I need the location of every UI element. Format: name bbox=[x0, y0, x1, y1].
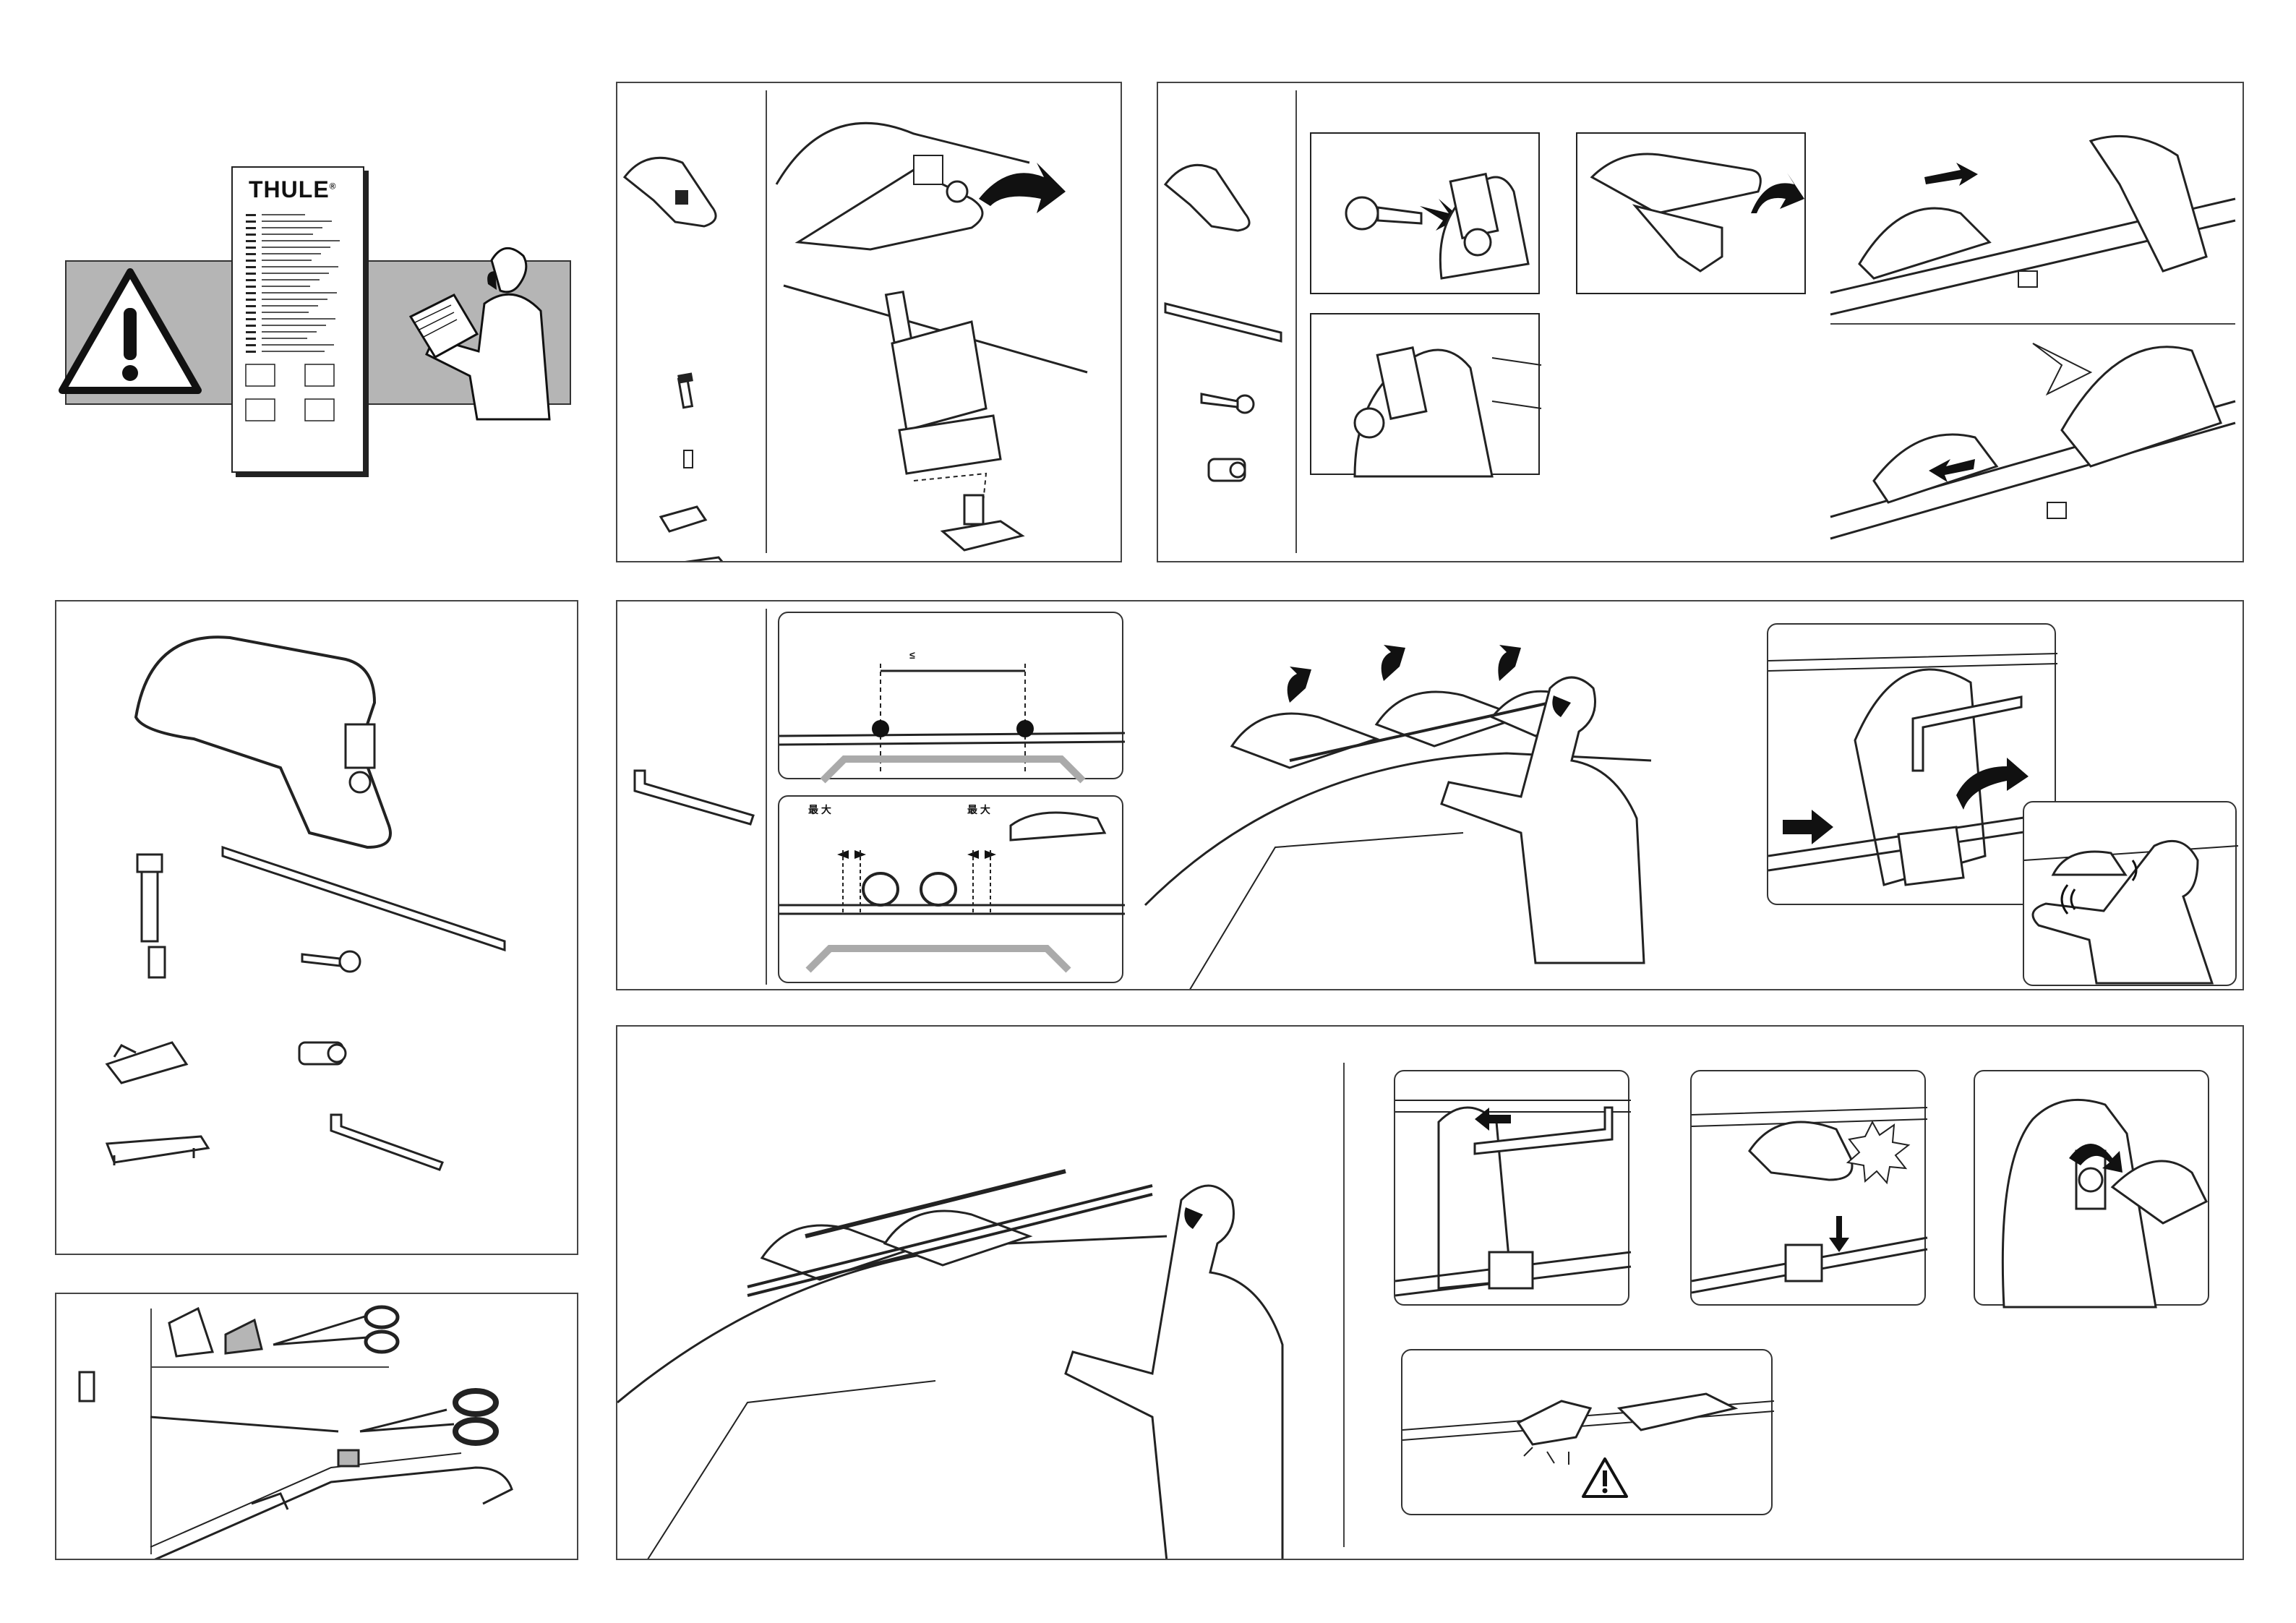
warning-triangle-icon bbox=[58, 267, 202, 398]
base-plate-part bbox=[100, 1122, 215, 1173]
detail-locked-warning bbox=[1401, 1349, 1773, 1515]
lock-cylinder-icon bbox=[295, 1035, 360, 1071]
lock-parts-column bbox=[1158, 127, 1288, 562]
spacer-part bbox=[74, 1366, 103, 1410]
detail-max-board-width: 最 大 最 大 bbox=[778, 795, 1123, 983]
warning-triangle-icon bbox=[1583, 1459, 1627, 1496]
detail-lock-key-turn bbox=[1974, 1070, 2209, 1306]
step-panel-1 bbox=[616, 82, 1122, 562]
step-panel-cut-strip bbox=[55, 1293, 578, 1560]
safety-warning-section: THULE® bbox=[58, 166, 571, 405]
parts-list-panel bbox=[55, 600, 578, 1255]
detail-tighten-bolt bbox=[1767, 623, 2056, 905]
foot-exploded-view bbox=[769, 90, 1116, 553]
clamp-part bbox=[100, 1035, 201, 1086]
lock-cylinder-icon bbox=[1209, 459, 1245, 481]
step-panel-4 bbox=[616, 1025, 2244, 1560]
key-icon bbox=[1201, 394, 1254, 413]
manual-text-lines bbox=[233, 168, 363, 471]
hex-key-icon bbox=[324, 1108, 447, 1173]
detail-slide-foot-on-bar bbox=[1830, 98, 2235, 549]
detail-wind-noise bbox=[2023, 801, 2237, 986]
rubber-strip-part bbox=[215, 833, 519, 948]
parts-column-illustration bbox=[617, 127, 762, 562]
bolt-part bbox=[129, 847, 172, 948]
roof-cut-illustration bbox=[150, 1374, 578, 1560]
scissors-icon bbox=[165, 1301, 440, 1366]
detail-insert-hex-key bbox=[1394, 1070, 1629, 1306]
key-icon bbox=[302, 941, 367, 977]
manual-sheet: THULE® bbox=[231, 166, 364, 473]
hex-key-icon bbox=[632, 768, 762, 826]
spacer-part bbox=[143, 941, 172, 985]
detail-spacing-measure: ≤ bbox=[778, 612, 1123, 779]
detail-open-lid bbox=[1576, 132, 1806, 294]
reading-person-illustration bbox=[405, 231, 549, 419]
detail-insert-key bbox=[1310, 132, 1540, 294]
detail-close-lid-click bbox=[1690, 1070, 1926, 1306]
detail-lock-installed bbox=[1310, 313, 1540, 475]
person-mounting-carrier bbox=[1145, 601, 1752, 990]
step-panel-3: ≤ 最 大 最 大 bbox=[616, 600, 2244, 990]
person-loading-skis bbox=[617, 1099, 1311, 1560]
step-panel-2 bbox=[1157, 82, 2244, 562]
